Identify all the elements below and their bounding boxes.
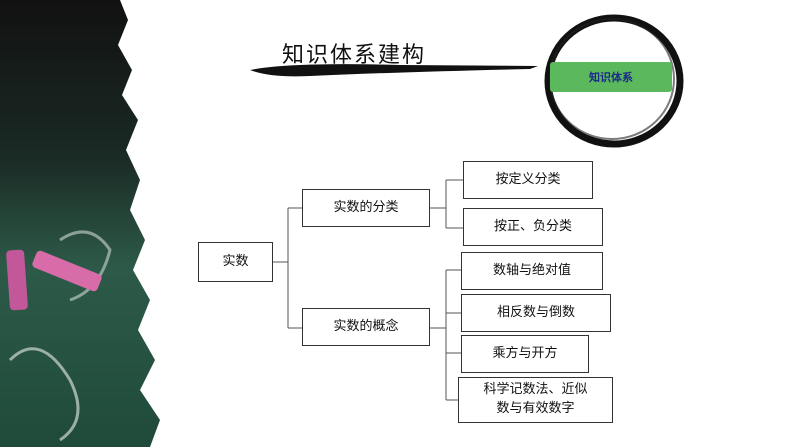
node-root: 实数 <box>198 242 273 282</box>
section-badge: 知识体系 <box>550 62 672 92</box>
node-concepts: 实数的概念 <box>302 308 430 346</box>
node-power-root: 乘方与开方 <box>461 335 589 373</box>
node-scientific-notation: 科学记数法、近似数与有效数字 <box>458 377 613 423</box>
node-by-sign: 按正、负分类 <box>463 208 603 246</box>
node-number-line: 数轴与绝对值 <box>461 252 603 290</box>
node-by-definition: 按定义分类 <box>463 161 593 199</box>
brush-stroke <box>250 64 538 77</box>
chalk-sticks <box>6 249 102 311</box>
page-title: 知识体系建构 <box>282 43 427 68</box>
chalkboard-decoration <box>0 0 160 447</box>
node-classification: 实数的分类 <box>302 189 430 227</box>
node-opposite-reciprocal: 相反数与倒数 <box>461 294 611 332</box>
